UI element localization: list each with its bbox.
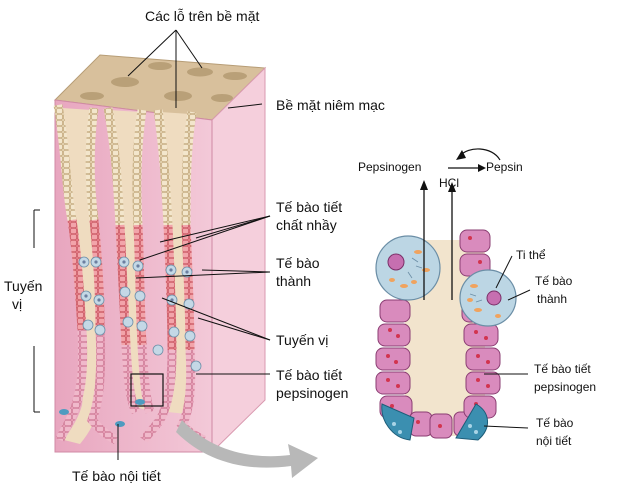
label-gastric-gland-mid: Tuyến vị bbox=[276, 332, 329, 348]
label-chief-cells-1: Tế bào tiết bbox=[276, 367, 343, 383]
label-mucosal-surface: Bề mặt niêm mạc bbox=[276, 97, 385, 113]
label-chief-cells-2: pepsinogen bbox=[276, 385, 349, 401]
gland-2 bbox=[103, 107, 155, 415]
label-gastric-gland-2: vị bbox=[12, 296, 23, 312]
zoom-arrow bbox=[176, 420, 318, 478]
pore bbox=[211, 94, 233, 102]
zoom-box bbox=[130, 373, 164, 407]
parietal-cell-right bbox=[459, 269, 517, 327]
pore bbox=[148, 62, 172, 70]
pore bbox=[223, 72, 247, 80]
label-parietal-cells-right-2: thành bbox=[537, 292, 568, 306]
label-hcl: HCl bbox=[439, 176, 459, 190]
side-face bbox=[211, 66, 266, 454]
magnified-gland bbox=[375, 148, 517, 441]
label-endocrine-cells-right-1: Tế bào bbox=[536, 416, 574, 430]
label-gastric-gland-1: Tuyến bbox=[4, 278, 43, 294]
label-chief-cells-right-2: pepsinogen bbox=[534, 380, 597, 394]
label-endocrine-cells: Tế bào nội tiết bbox=[72, 468, 161, 484]
pore bbox=[164, 91, 192, 101]
label-parietal-cells-2: thành bbox=[276, 273, 312, 289]
leader-lines bbox=[33, 29, 531, 460]
label-parietal-cells-right-1: Tế bào bbox=[535, 274, 573, 288]
label-chief-cells-right-1: Tế bào tiết bbox=[534, 362, 591, 376]
label-mucous-cells-2: chất nhầy bbox=[276, 217, 337, 233]
gland-1 bbox=[53, 104, 119, 445]
pore bbox=[187, 67, 213, 77]
label-pepsin: Pepsin bbox=[486, 160, 523, 174]
pore bbox=[111, 77, 139, 87]
label-mucous-cells-1: Tế bào tiết bbox=[276, 199, 343, 215]
label-pepsinogen: Pepsinogen bbox=[358, 160, 422, 174]
mucosa-block bbox=[53, 54, 267, 454]
parietal-cell-left bbox=[375, 235, 441, 301]
pore bbox=[80, 92, 104, 100]
label-endocrine-cells-right-2: nội tiết bbox=[536, 434, 572, 448]
label-mitochondria: Ti thể bbox=[516, 248, 546, 262]
label-surface-pores: Các lỗ trên bề mặt bbox=[145, 8, 260, 24]
label-parietal-cells-1: Tế bào bbox=[276, 255, 320, 271]
